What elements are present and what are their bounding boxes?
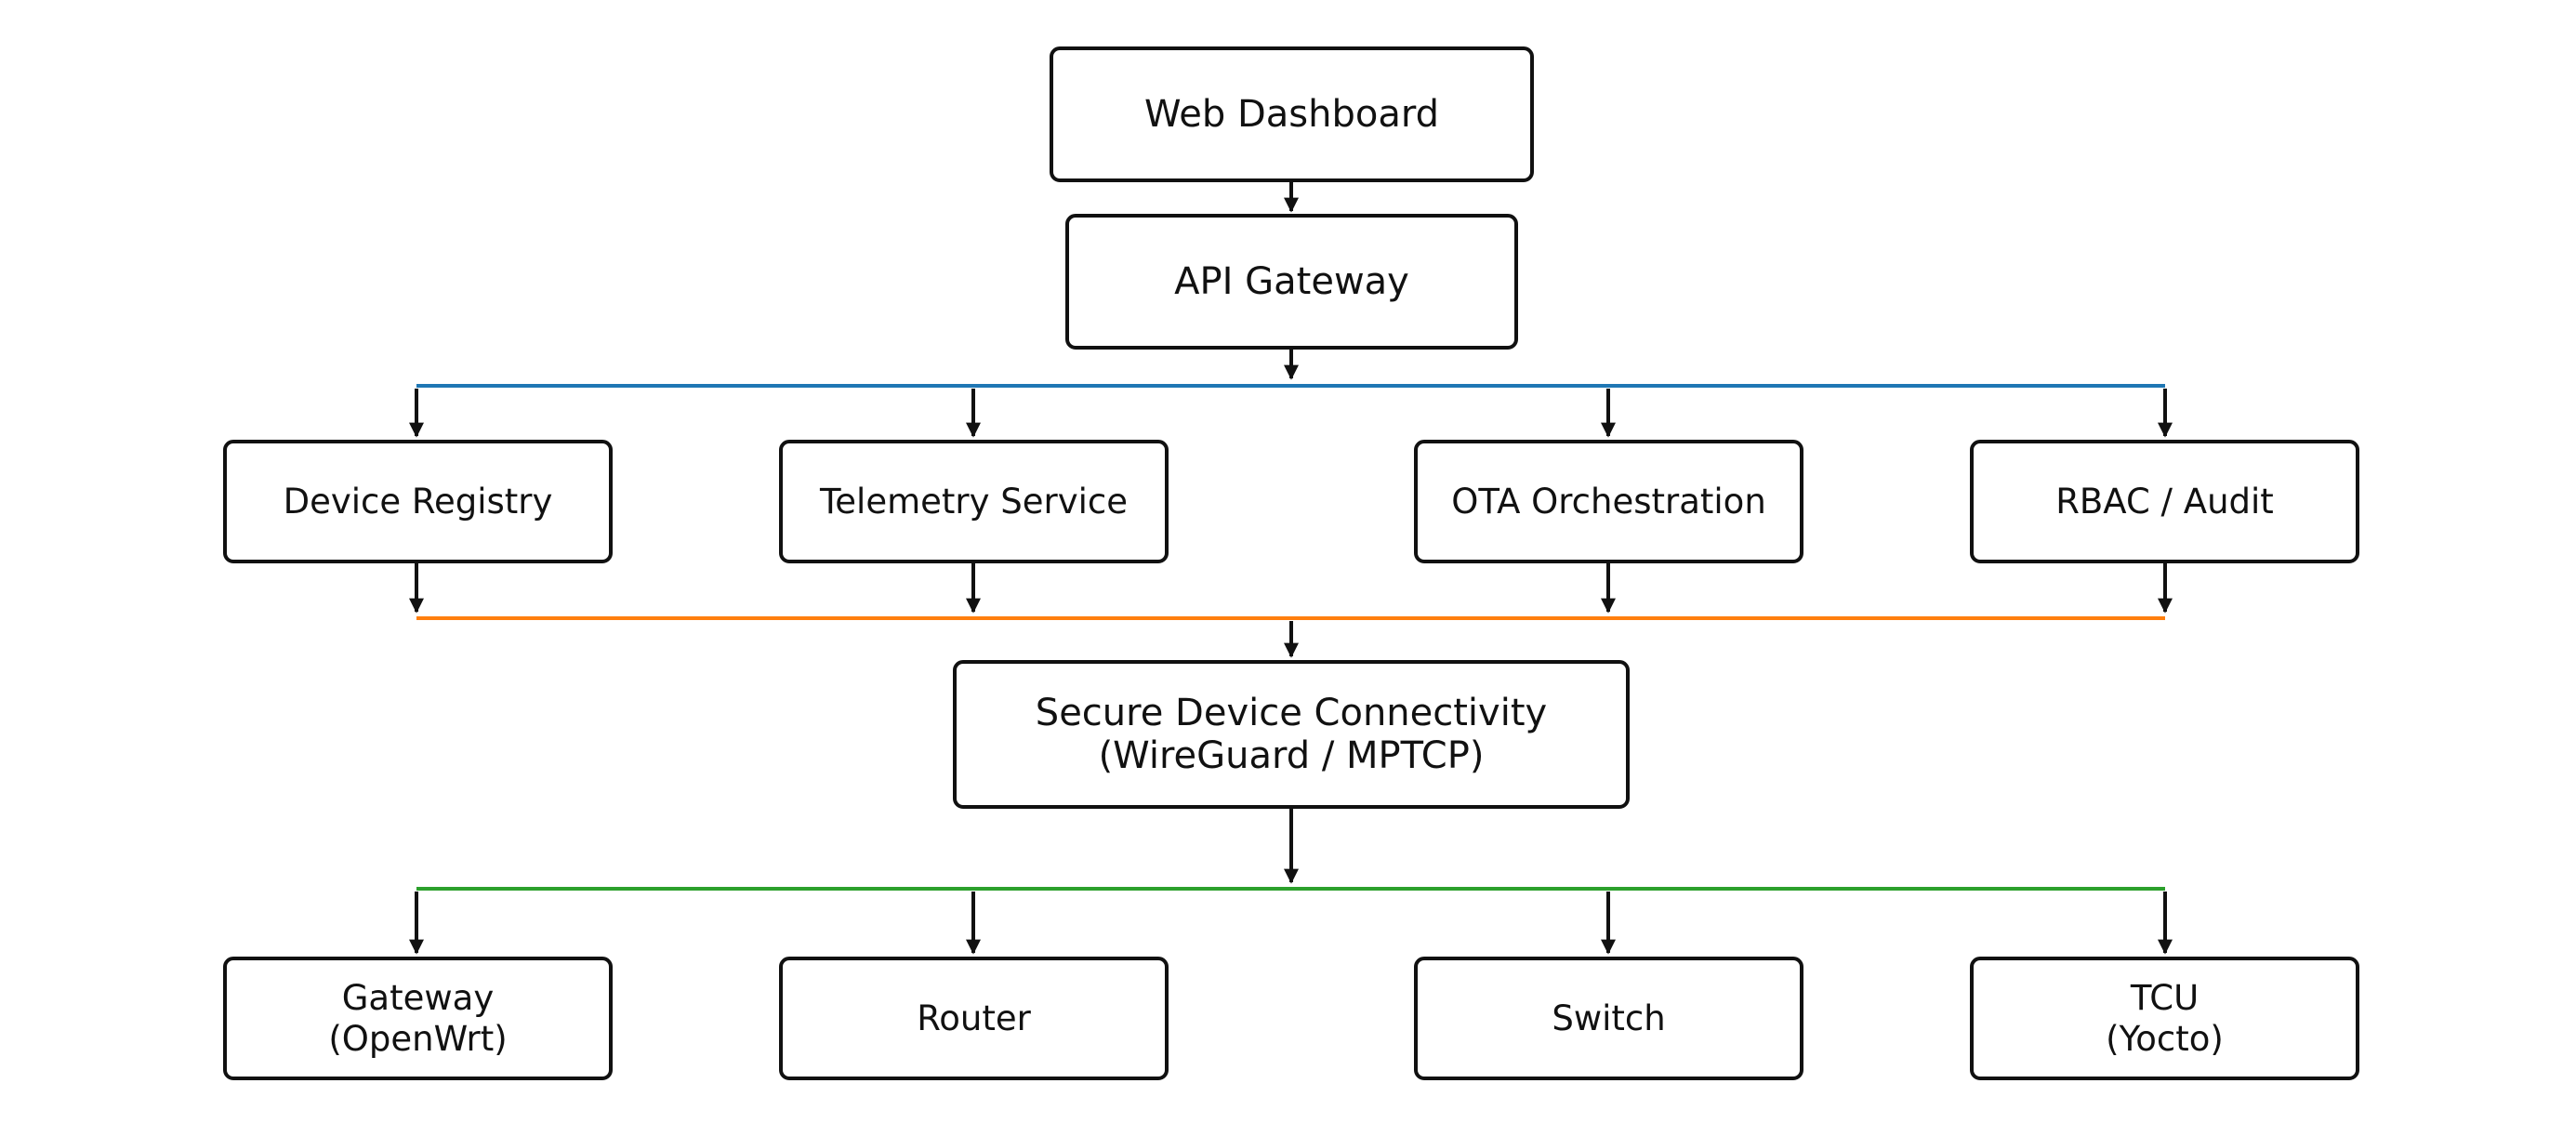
- web-dashboard-box: Web Dashboard: [1050, 46, 1534, 182]
- router-label: Router: [917, 997, 1031, 1038]
- rbac-audit-box: RBAC / Audit: [1970, 440, 2359, 563]
- tcu-box: TCU (Yocto): [1970, 957, 2359, 1080]
- rbac-audit-label: RBAC / Audit: [2055, 481, 2274, 522]
- tcu-sublabel: (Yocto): [2106, 1018, 2224, 1059]
- device-registry-box: Device Registry: [223, 440, 613, 563]
- device-registry-label: Device Registry: [283, 481, 553, 522]
- gateway-sublabel: (OpenWrt): [328, 1018, 508, 1059]
- switch-label: Switch: [1552, 997, 1666, 1038]
- switch-box: Switch: [1414, 957, 1803, 1080]
- tcu-label: TCU: [2130, 977, 2200, 1018]
- bus-lines: [416, 384, 2165, 891]
- router-box: Router: [779, 957, 1169, 1080]
- api-gateway-box: API Gateway: [1065, 214, 1518, 350]
- telemetry-service-label: Telemetry Service: [819, 481, 1129, 522]
- ota-orchestration-box: OTA Orchestration: [1414, 440, 1803, 563]
- secure-connectivity-label: Secure Device Connectivity: [1035, 692, 1548, 734]
- api-gateway-label: API Gateway: [1174, 260, 1409, 303]
- secure-device-connectivity-box: Secure Device Connectivity (WireGuard / …: [953, 660, 1630, 809]
- gateway-box: Gateway (OpenWrt): [223, 957, 613, 1080]
- web-dashboard-label: Web Dashboard: [1144, 93, 1439, 136]
- secure-connectivity-sublabel: (WireGuard / MPTCP): [1098, 734, 1485, 777]
- telemetry-service-box: Telemetry Service: [779, 440, 1169, 563]
- gateway-label: Gateway: [341, 977, 495, 1018]
- connector-arrows: [409, 182, 2173, 955]
- ota-orchestration-label: OTA Orchestration: [1451, 481, 1766, 522]
